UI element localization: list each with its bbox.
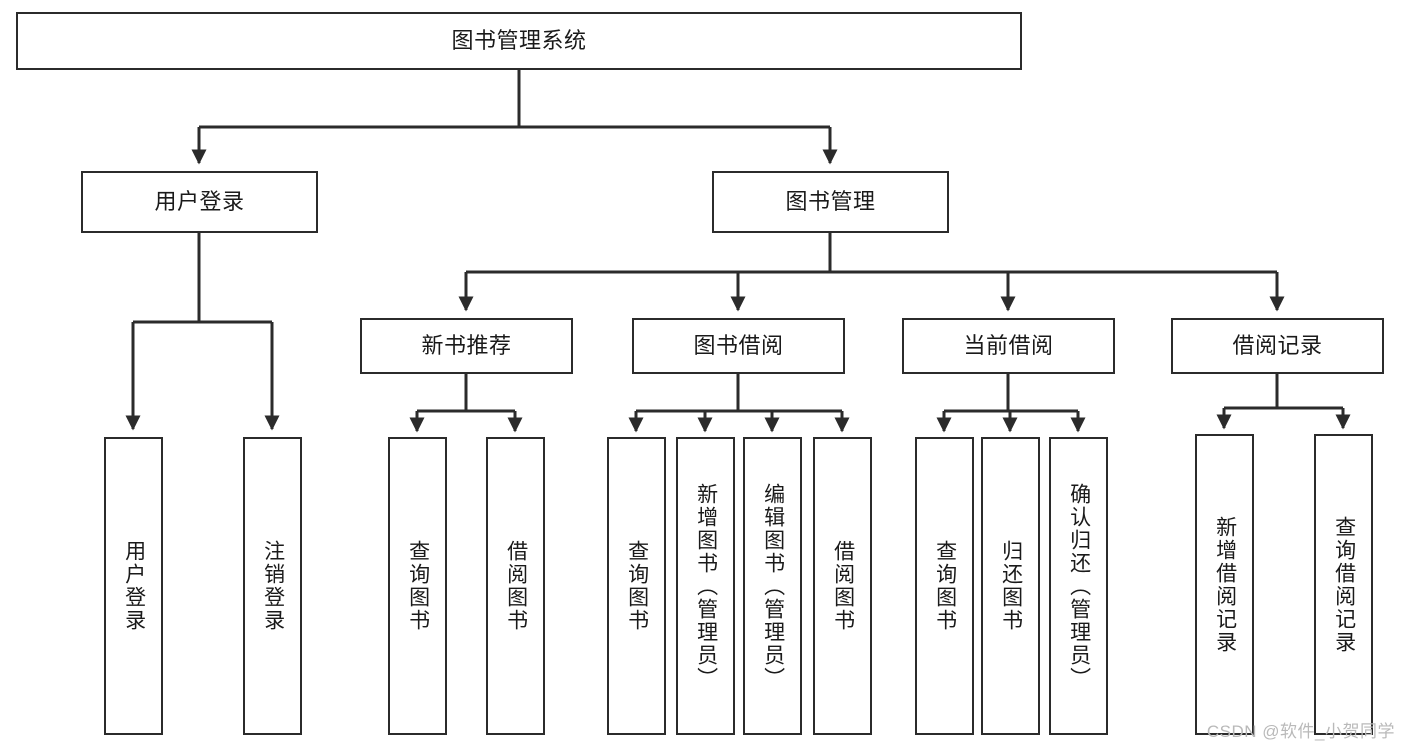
watermark-text: CSDN @软件_小贺同学 xyxy=(1206,722,1395,741)
node-root[interactable]: 图书管理系统 xyxy=(16,12,1022,70)
node-root-label: 图书管理系统 xyxy=(451,27,587,53)
leaf-new-book-query-label: 查询图书 xyxy=(406,540,430,632)
leaf-new-book-query[interactable]: 查询图书 xyxy=(388,437,447,735)
node-borrow-record[interactable]: 借阅记录 xyxy=(1171,318,1384,374)
node-new-book-recommend[interactable]: 新书推荐 xyxy=(360,318,573,374)
leaf-record-query-label: 查询借阅记录 xyxy=(1332,515,1356,654)
leaf-borrow-add-book-label: 新增图书（管理员） xyxy=(694,482,718,690)
leaf-record-add[interactable]: 新增借阅记录 xyxy=(1195,434,1254,735)
node-user-login[interactable]: 用户登录 xyxy=(81,171,318,233)
leaf-borrow-query-book[interactable]: 查询图书 xyxy=(607,437,666,735)
leaf-borrow-edit-book-label: 编辑图书（管理员） xyxy=(761,482,785,690)
leaf-user-login-signin-label: 用户登录 xyxy=(122,540,146,632)
node-new-book-recommend-label: 新书推荐 xyxy=(421,332,512,358)
leaf-current-confirm-return[interactable]: 确认归还（管理员） xyxy=(1049,437,1108,735)
leaf-borrow-add-book[interactable]: 新增图书（管理员） xyxy=(676,437,735,735)
node-book-management-label: 图书管理 xyxy=(785,188,876,214)
leaf-borrow-edit-book[interactable]: 编辑图书（管理员） xyxy=(743,437,802,735)
leaf-user-login-signout[interactable]: 注销登录 xyxy=(243,437,302,735)
leaf-new-book-borrow[interactable]: 借阅图书 xyxy=(486,437,545,735)
leaf-current-query-book[interactable]: 查询图书 xyxy=(915,437,974,735)
node-current-borrow[interactable]: 当前借阅 xyxy=(902,318,1115,374)
node-book-management[interactable]: 图书管理 xyxy=(712,171,949,233)
leaf-record-add-label: 新增借阅记录 xyxy=(1213,515,1237,654)
leaf-user-login-signin[interactable]: 用户登录 xyxy=(104,437,163,735)
leaf-borrow-borrow-book[interactable]: 借阅图书 xyxy=(813,437,872,735)
leaf-new-book-borrow-label: 借阅图书 xyxy=(504,540,528,632)
leaf-borrow-borrow-book-label: 借阅图书 xyxy=(831,540,855,632)
leaf-record-query[interactable]: 查询借阅记录 xyxy=(1314,434,1373,735)
node-borrow-record-label: 借阅记录 xyxy=(1232,332,1323,358)
node-current-borrow-label: 当前借阅 xyxy=(963,332,1054,358)
node-book-borrow-label: 图书借阅 xyxy=(693,332,784,358)
leaf-borrow-query-book-label: 查询图书 xyxy=(625,540,649,632)
leaf-current-confirm-return-label: 确认归还（管理员） xyxy=(1067,482,1091,690)
leaf-current-return-book[interactable]: 归还图书 xyxy=(981,437,1040,735)
leaf-user-login-signout-label: 注销登录 xyxy=(261,540,285,632)
node-book-borrow[interactable]: 图书借阅 xyxy=(632,318,845,374)
node-user-login-label: 用户登录 xyxy=(154,188,245,214)
leaf-current-return-book-label: 归还图书 xyxy=(999,540,1023,632)
leaf-current-query-book-label: 查询图书 xyxy=(933,540,957,632)
